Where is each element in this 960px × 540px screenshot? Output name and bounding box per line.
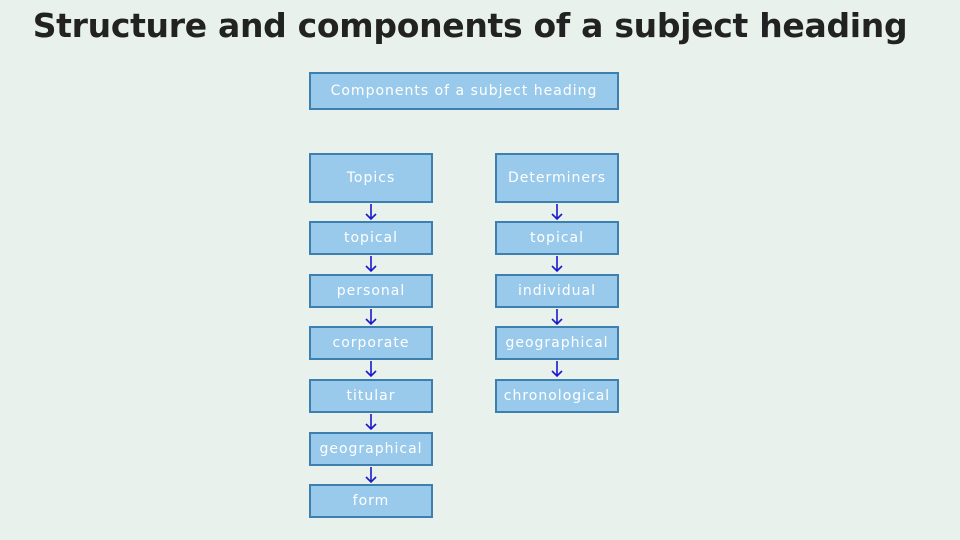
down-arrow-icon — [551, 256, 563, 273]
down-arrow-icon — [365, 256, 377, 273]
page-title: Structure and components of a subject he… — [32, 6, 908, 45]
down-arrow-icon — [551, 309, 563, 326]
topics-header-node: Topics — [309, 153, 433, 203]
topics-item-node: corporate — [309, 326, 433, 360]
topics-item-node: form — [309, 484, 433, 518]
down-arrow-icon — [551, 361, 563, 378]
determiners-header-node: Determiners — [495, 153, 619, 203]
determiners-item-node: individual — [495, 274, 619, 308]
topics-item-node: topical — [309, 221, 433, 255]
down-arrow-icon — [551, 204, 563, 221]
down-arrow-icon — [365, 414, 377, 431]
determiners-item-node: chronological — [495, 379, 619, 413]
down-arrow-icon — [365, 467, 377, 484]
down-arrow-icon — [365, 361, 377, 378]
topics-item-node: personal — [309, 274, 433, 308]
determiners-item-node: geographical — [495, 326, 619, 360]
down-arrow-icon — [365, 309, 377, 326]
topics-item-node: titular — [309, 379, 433, 413]
topics-item-node: geographical — [309, 432, 433, 466]
down-arrow-icon — [365, 204, 377, 221]
determiners-item-node: topical — [495, 221, 619, 255]
root-node: Components of a subject heading — [309, 72, 619, 110]
